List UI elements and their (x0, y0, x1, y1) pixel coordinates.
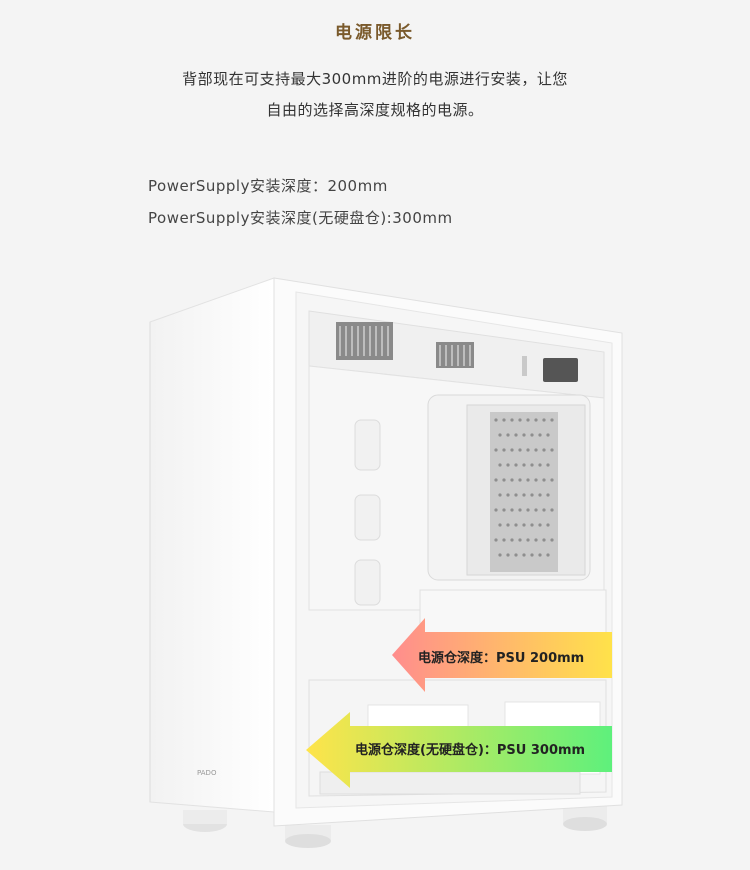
case-front-panel (149, 277, 275, 813)
cpu-mesh (490, 412, 558, 572)
cable-cutout (354, 419, 381, 471)
intro-line-1: 背部现在可支持最大300mm进阶的电源进行安装，让您 (182, 70, 568, 88)
psu-mount-bar (319, 771, 581, 795)
rear-cutout (543, 358, 578, 382)
arrow-psu-300mm (306, 712, 612, 788)
arrow-label-psu-300mm: 电源仓深度(无硬盘仓)：PSU 300mm (355, 743, 586, 758)
case-foot (285, 834, 331, 848)
arrow-label-psu-200mm: 电源仓深度：PSU 200mm (418, 651, 585, 666)
rear-slot (522, 356, 527, 376)
vent-grille-small (436, 342, 474, 368)
spec-psu-depth-no-hdd-cage: PowerSupply安装深度(无硬盘仓):300mm (148, 209, 453, 227)
case-brand-mark: PADO (197, 769, 217, 777)
section-title: 电源限长 (335, 23, 415, 43)
arrow-psu-200mm (392, 618, 612, 692)
intro-line-2: 自由的选择高深度规格的电源。 (266, 101, 484, 119)
cable-cutout (354, 494, 381, 541)
case-foot (183, 810, 227, 824)
case-foot (563, 817, 607, 831)
cable-cutout (354, 559, 381, 606)
spec-psu-depth: PowerSupply安装深度：200mm (148, 177, 388, 195)
